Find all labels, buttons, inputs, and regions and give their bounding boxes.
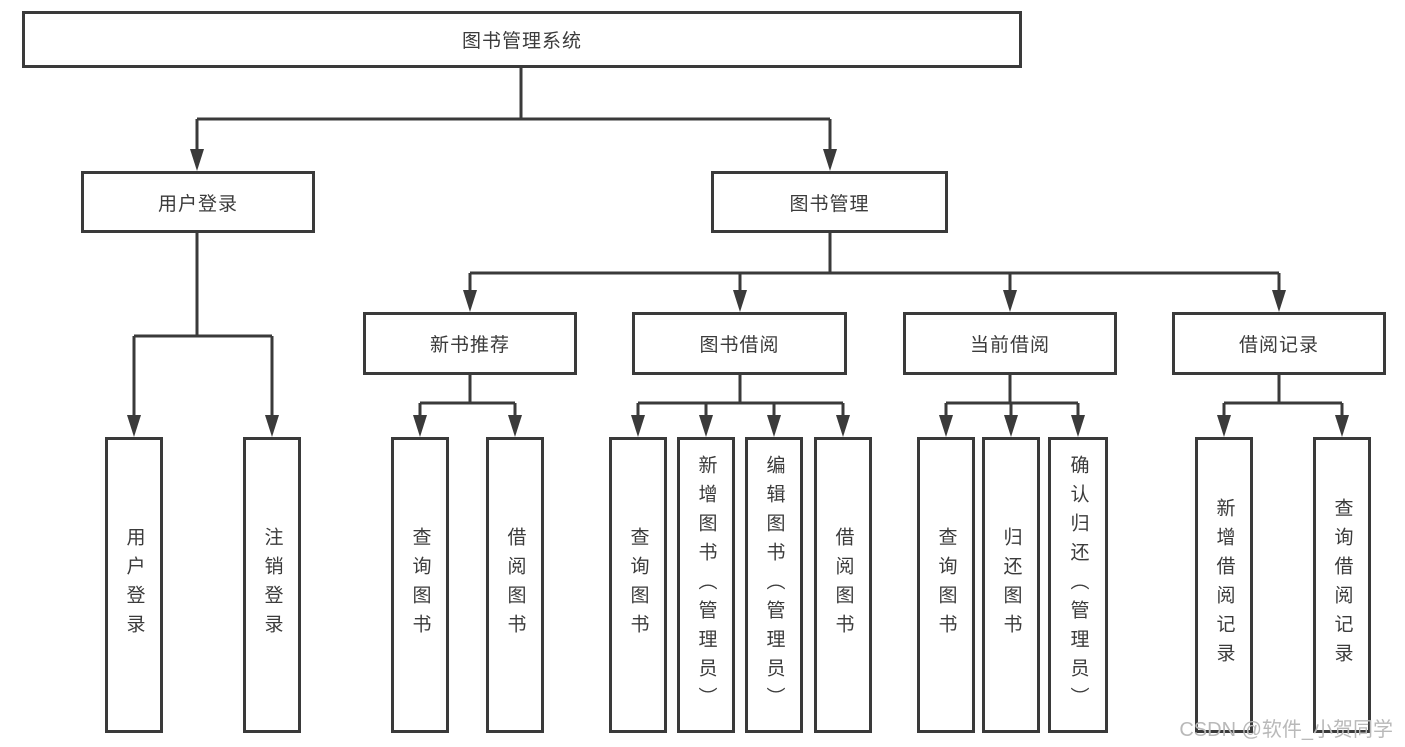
leaf-edit-book-admin: 编辑图书（管理员） [745,437,803,733]
leaf-borrow-books-recommend: 借阅图书 [486,437,544,733]
node-book-management: 图书管理 [711,171,948,233]
node-borrowing-records: 借阅记录 [1172,312,1386,375]
leaf-query-books-recommend: 查询图书 [391,437,449,733]
node-book-borrowing: 图书借阅 [632,312,847,375]
leaf-user-login: 用户登录 [105,437,163,733]
leaf-query-books-borrowing: 查询图书 [609,437,667,733]
leaf-add-borrow-record: 新增借阅记录 [1195,437,1253,733]
leaf-add-book-admin: 新增图书（管理员） [677,437,735,733]
node-current-borrowing: 当前借阅 [903,312,1117,375]
leaf-return-books: 归还图书 [982,437,1040,733]
node-user-login: 用户登录 [81,171,315,233]
leaf-logout: 注销登录 [243,437,301,733]
node-library-system: 图书管理系统 [22,11,1022,68]
connector-root-branch [190,68,837,171]
watermark: CSDN @软件_小贺同学 [1179,719,1393,741]
leaf-query-books-current: 查询图书 [917,437,975,733]
node-new-book-recommend: 新书推荐 [363,312,577,375]
leaf-confirm-return-admin: 确认归还（管理员） [1048,437,1108,733]
connector-book-management-branch [463,233,1286,312]
connector-user-login-branch [127,233,279,437]
connector-current-borrowing-branch [939,375,1085,437]
connector-book-borrowing-branch [631,375,850,437]
leaf-query-borrow-record: 查询借阅记录 [1313,437,1371,733]
leaf-borrow-books-borrowing: 借阅图书 [814,437,872,733]
connector-borrowing-records-branch [1217,375,1349,437]
connector-new-book-recommend-branch [413,375,522,437]
